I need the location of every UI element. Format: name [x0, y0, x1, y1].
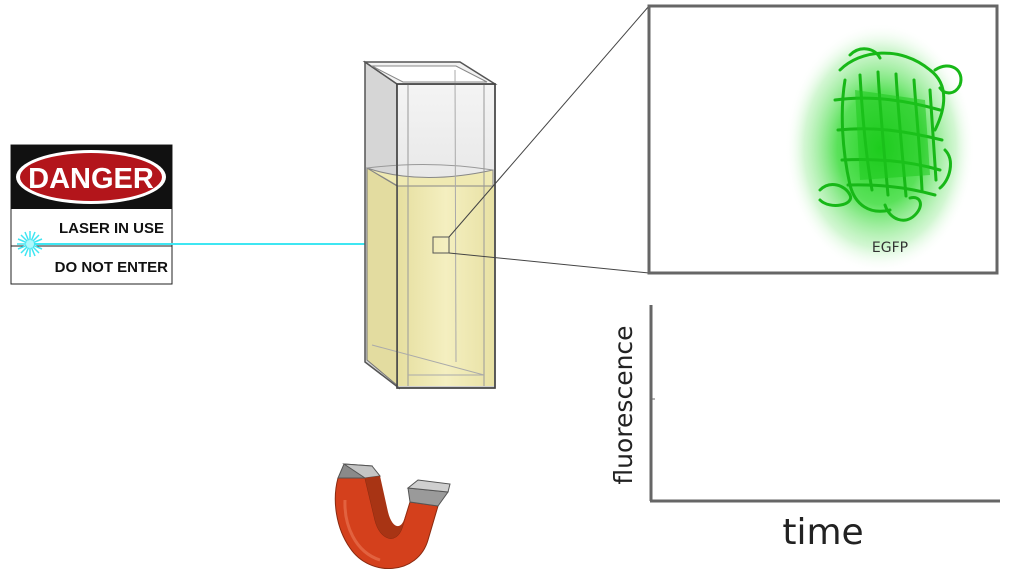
danger-header: DANGER: [28, 163, 154, 195]
sign-line-do-not-enter: DO NOT ENTER: [55, 259, 169, 276]
magnet-icon: [334, 463, 451, 570]
focal-region-box: [432, 236, 450, 254]
danger-sign-icon: DANGER LASER IN USE DO NOT ENTER: [10, 144, 173, 285]
x-axis-label: time: [782, 512, 863, 553]
sign-line-laser-in-use: LASER IN USE: [59, 220, 164, 237]
egfp-label: EGFP: [872, 240, 908, 256]
fluorescence-graph: fluorescence time: [609, 305, 1000, 553]
y-axis-label: fluorescence: [609, 325, 638, 484]
cuvette-icon: [362, 60, 498, 390]
zoom-lines: [448, 5, 650, 274]
egfp-inset-panel: EGFP: [647, 4, 999, 275]
